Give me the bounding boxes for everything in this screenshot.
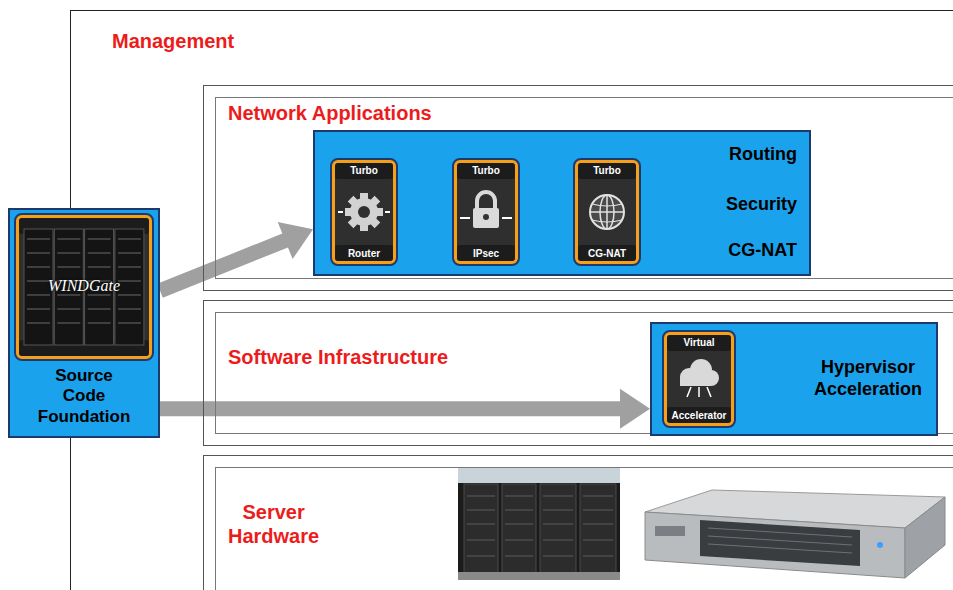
server-rack-photo — [458, 467, 620, 580]
icon-label: Virtual — [684, 337, 715, 348]
flow-arrow — [160, 389, 650, 429]
product-icon: TurboCG-NAT — [573, 158, 641, 266]
logo-icon: WINDGate — [14, 213, 154, 361]
icon-label: IPsec — [473, 248, 499, 259]
server-led — [877, 542, 883, 548]
foundation-label: Source Code Foundation — [38, 366, 131, 427]
function-label: Hypervisor Acceleration — [814, 357, 922, 400]
layer-title: Software Infrastructure — [228, 345, 448, 369]
management-box: ManagementNetwork ApplicationsRoutingSec… — [70, 10, 953, 590]
layer-band: Software InfrastructureHypervisor Accele… — [203, 300, 953, 446]
layer-title: Server Hardware — [228, 500, 319, 548]
server-front — [645, 512, 905, 578]
layer-band: Server Hardware — [203, 455, 953, 590]
layer-title: Network Applications — [228, 101, 432, 125]
icon-label: CG-NAT — [588, 248, 626, 259]
icon-label: Turbo — [350, 165, 378, 176]
server-drive — [655, 526, 685, 536]
function-label: CG-NAT — [728, 240, 797, 262]
product-icon: TurboRouter — [330, 158, 398, 266]
icon-label: Turbo — [593, 165, 621, 176]
ceiling — [458, 467, 620, 483]
function-label: Routing — [729, 144, 797, 166]
server-vents — [708, 528, 852, 553]
rack-cabinets — [464, 484, 616, 576]
product-icon: TurboIPsec — [452, 158, 520, 266]
flow-arrow — [160, 222, 313, 291]
icon-label: Accelerator — [671, 410, 726, 421]
layer-band: Network ApplicationsRoutingSecurityCG-NA… — [203, 85, 953, 291]
product-icon: VirtualAccelerator — [662, 330, 736, 428]
foundation-box: Source Code Foundation WINDGate — [8, 208, 160, 438]
rack-slots — [467, 496, 613, 556]
hypervisor-box: Hypervisor Acceleration VirtualAccelerato… — [650, 322, 938, 436]
logo-text: WINDGate — [48, 277, 120, 295]
application-box: RoutingSecurityCG-NATTurboRouterTurboIPs… — [313, 130, 811, 276]
icon-label: Router — [348, 248, 380, 259]
floor — [458, 572, 620, 580]
server-side — [905, 497, 945, 578]
icon-label: Turbo — [472, 165, 500, 176]
function-label: Security — [726, 194, 797, 216]
server-bezel — [700, 520, 860, 566]
layer-title: Management — [112, 29, 234, 53]
